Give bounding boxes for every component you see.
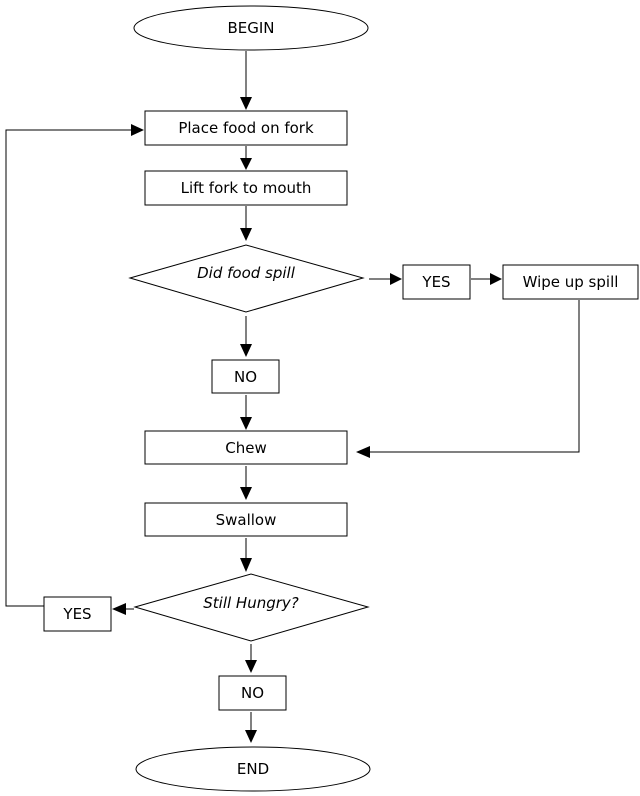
connector-wipe-to-chew — [356, 300, 580, 458]
chew-box — [144, 430, 348, 465]
hungry-decision — [133, 573, 370, 642]
end-terminator — [135, 746, 371, 792]
connector-chew-to-swallow — [240, 466, 252, 500]
lift-fork-box — [144, 170, 348, 206]
connector-place-to-lift — [240, 146, 252, 170]
connector-yes-loop-to-place — [5, 124, 144, 607]
hungry-no-box — [218, 675, 287, 711]
connector-lift-to-spill — [240, 206, 252, 241]
spill-no-box — [211, 359, 280, 394]
spill-yes-box — [402, 264, 471, 300]
connector-begin-to-place — [240, 51, 252, 110]
connector-swallow-to-hungry — [240, 538, 252, 572]
connector-hungry-to-no — [245, 644, 257, 673]
connector-spill-to-no — [240, 316, 252, 357]
place-food-box — [144, 110, 348, 146]
connector-yes-to-wipe — [471, 273, 502, 285]
connector-hungry-to-yes — [112, 603, 134, 615]
connector-no-to-end — [245, 712, 257, 743]
swallow-box — [144, 502, 348, 537]
spill-decision — [128, 244, 365, 313]
wipe-spill-box — [502, 264, 639, 300]
hungry-yes-box — [43, 596, 112, 632]
begin-terminator — [133, 5, 369, 51]
connector-no-to-chew — [240, 395, 252, 430]
connector-spill-to-yes — [369, 273, 402, 285]
